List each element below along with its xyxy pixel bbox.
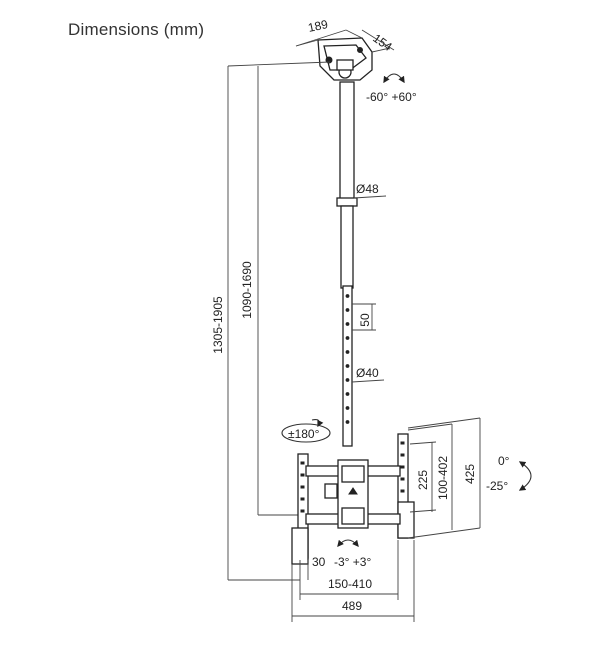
hole-spacing-label: 50 xyxy=(358,313,372,327)
level-adjust-arrow-icon xyxy=(337,539,359,548)
vesa-width-label: 150-410 xyxy=(328,577,372,591)
lower-tube xyxy=(340,205,354,447)
tilt-top-label: 0° xyxy=(498,454,510,468)
upper-tube-diameter-line xyxy=(353,195,387,199)
arm-slots xyxy=(300,441,405,513)
bottom-dimension-lines xyxy=(291,540,415,622)
height-dimension-lines xyxy=(227,61,331,581)
tv-bracket xyxy=(291,433,415,565)
level-adjust-label: -3° +3° xyxy=(334,555,371,569)
bracket-225-label: 225 xyxy=(416,470,430,490)
tube-holes xyxy=(345,294,350,424)
plate-width-label: 189 xyxy=(307,17,330,35)
lower-tube-diameter-label: Ø40 xyxy=(356,366,379,380)
rotation-indicator xyxy=(281,419,331,443)
bracket-100-402-label: 100-402 xyxy=(436,456,450,500)
tube-height-label: 1090-1690 xyxy=(240,261,254,319)
bracket-425-label: 425 xyxy=(463,464,477,484)
swivel-top-label: -60° +60° xyxy=(366,90,417,104)
upper-tube xyxy=(336,81,358,207)
upper-tube-diameter-label: Ø48 xyxy=(356,182,379,196)
swivel-arrow-icon xyxy=(383,73,405,84)
ceiling-plate xyxy=(317,37,373,81)
bracket-dimension-lines xyxy=(407,417,481,539)
depth-30-label: 30 xyxy=(312,555,326,569)
tilt-arrow-icon xyxy=(518,461,532,491)
overall-height-label: 1305-1905 xyxy=(211,296,225,354)
plate-depth-label: 154 xyxy=(370,31,395,54)
page-title: Dimensions (mm) xyxy=(68,20,205,39)
tilt-bottom-label: -25° xyxy=(486,479,508,493)
rotation-label: ±180° xyxy=(288,427,320,441)
plate-dimension-lines xyxy=(295,29,395,53)
bracket-width-label: 489 xyxy=(342,599,362,613)
